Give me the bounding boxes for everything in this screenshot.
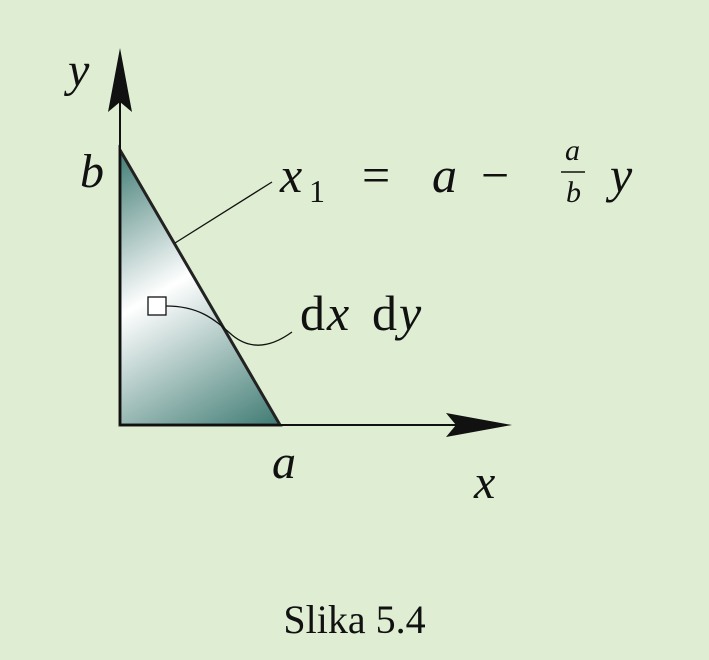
element-y: y xyxy=(394,285,422,341)
b-tick-label: b xyxy=(80,145,104,198)
area-element-label: d x d y xyxy=(300,285,422,341)
element-x: x xyxy=(326,285,349,341)
element-d1: d xyxy=(300,285,325,341)
element-d2: d xyxy=(372,285,397,341)
area-element-square xyxy=(147,296,167,316)
eq-frac-denominator: b xyxy=(566,176,581,209)
eq-lhs-subscript: 1 xyxy=(309,173,325,209)
eq-lhs-var: x xyxy=(279,147,302,203)
hypotenuse-equation: x 1 = a − a b y xyxy=(279,134,633,209)
area-element-leader-curve xyxy=(165,305,293,346)
y-axis-label: y xyxy=(63,44,90,97)
hypotenuse-leader-line xyxy=(174,181,273,244)
x-axis-arrowhead xyxy=(446,413,512,437)
eq-minus: − xyxy=(481,147,509,203)
integration-triangle xyxy=(118,144,283,427)
y-axis-arrowhead xyxy=(108,48,132,112)
a-tick-label: a xyxy=(272,436,296,489)
eq-y: y xyxy=(605,147,633,203)
x-axis-label: x xyxy=(473,456,495,509)
eq-a: a xyxy=(432,147,457,203)
figure-caption: Slika 5.4 xyxy=(283,597,426,642)
eq-equals: = xyxy=(362,147,390,203)
eq-frac-numerator: a xyxy=(565,134,580,167)
